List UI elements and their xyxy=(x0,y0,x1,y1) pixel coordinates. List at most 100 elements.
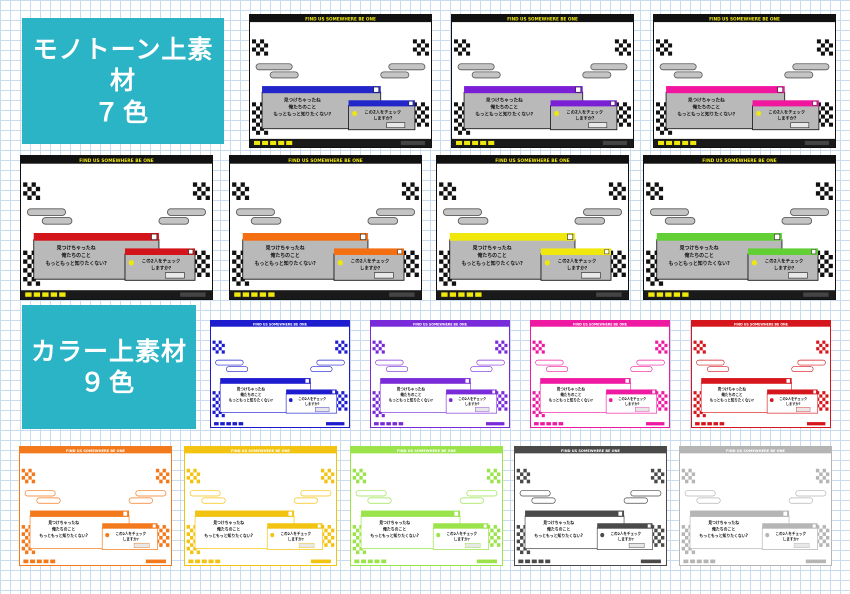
cloud-shape xyxy=(158,217,190,225)
taskbar-icon xyxy=(648,292,655,297)
taskbar-icon xyxy=(456,140,463,145)
taskbar-icon xyxy=(50,292,58,297)
frame-title: FIND US SOMEWHERE BE ONE xyxy=(702,158,776,164)
bulb-icon xyxy=(270,532,275,538)
taskbar xyxy=(230,290,421,299)
cloud-shape xyxy=(707,366,730,372)
dialog-line: もっともっと知りたくない? xyxy=(45,260,106,267)
taskbar-icon xyxy=(398,422,404,426)
taskbar-icon xyxy=(683,559,689,564)
taskbar-icon xyxy=(259,292,267,297)
close-icon xyxy=(651,390,656,394)
taskbar-icon xyxy=(525,559,531,564)
frame-title: FIND US SOMEWHERE BE ONE xyxy=(709,17,780,22)
cloud-shape xyxy=(784,71,814,79)
taskbar xyxy=(437,290,628,299)
cloud-shape xyxy=(457,217,489,225)
taskbar xyxy=(515,557,666,565)
cloud-shape xyxy=(250,217,282,225)
frame-title: FIND US SOMEWHERE BE ONE xyxy=(413,322,468,326)
ok-button xyxy=(315,407,330,412)
close-icon xyxy=(317,523,322,528)
dialog-line: 見つけちゃったね xyxy=(485,96,523,103)
ok-button xyxy=(793,542,810,548)
title-bar xyxy=(531,321,669,327)
dialog-line: この2人をチェック xyxy=(446,531,477,536)
cloud-shape xyxy=(355,490,387,497)
taskbar-icon xyxy=(25,292,32,297)
title-bar xyxy=(250,15,431,23)
dialog-line: 俺たちのこと xyxy=(399,392,421,397)
dialog-line: しますか? xyxy=(288,536,304,541)
taskbar-icon xyxy=(50,559,56,564)
cloud-shape xyxy=(630,366,653,372)
cloud-shape xyxy=(201,497,226,504)
dialog-line: もっともっと知りたくない? xyxy=(534,532,583,538)
dialog-line: この2人をチェック xyxy=(610,531,641,536)
close-icon xyxy=(373,86,379,93)
dialog-line: もっともっと知りたくない? xyxy=(273,110,331,117)
dialog-line: 見つけちゃったね xyxy=(396,386,425,391)
dialog-line: しますか? xyxy=(575,115,595,122)
cloud-shape xyxy=(189,490,221,497)
dialog-line: この2人をチェック xyxy=(618,396,646,401)
close-icon xyxy=(617,511,623,517)
dialog-line: もっともっと知りたくない? xyxy=(549,398,593,403)
close-icon xyxy=(188,249,194,255)
taskbar-icon xyxy=(441,292,448,297)
taskbar-icon xyxy=(449,292,457,297)
taskbar-icon xyxy=(703,559,709,564)
taskbar xyxy=(211,420,349,427)
close-icon xyxy=(647,523,652,528)
cloud-shape xyxy=(546,366,569,372)
dialog-line: 見つけちゃったね xyxy=(707,519,739,525)
close-icon xyxy=(465,378,470,384)
cloud-shape xyxy=(310,366,333,372)
taskbar-clock xyxy=(476,559,497,564)
taskbar-icon xyxy=(488,140,495,145)
dialog-line: 俺たちのこと xyxy=(239,392,261,397)
dialog-line: 見つけちゃったね xyxy=(283,96,321,103)
taskbar xyxy=(351,557,502,565)
close-icon xyxy=(786,378,791,384)
dialog-line: 俺たちのこと xyxy=(477,252,507,259)
dialog-line: しますか? xyxy=(783,536,799,541)
close-icon xyxy=(331,390,336,394)
dialog-line: 俺たちのこと xyxy=(61,252,91,259)
taskbar xyxy=(644,290,835,299)
cloud-shape xyxy=(293,497,318,504)
taskbar xyxy=(692,420,830,427)
cloud-shape xyxy=(684,490,716,497)
dialog-line: もっともっと知りたくない? xyxy=(39,532,88,538)
dialog-line: しますか? xyxy=(618,536,634,541)
cloud-shape xyxy=(781,217,813,225)
dialog-line: もっともっと知りたくない? xyxy=(699,532,748,538)
taskbar-icon xyxy=(238,422,244,426)
close-icon xyxy=(453,511,459,517)
cloud-shape xyxy=(792,63,830,71)
title-bar xyxy=(515,447,666,454)
cloud-shape xyxy=(471,71,501,79)
dialog-line: この2人をチェック xyxy=(280,531,311,536)
close-icon xyxy=(625,378,630,384)
taskbar-icon xyxy=(214,422,219,426)
dialog-line: この2人をチェック xyxy=(768,108,805,115)
taskbar-icon xyxy=(534,422,539,426)
taskbar-icon xyxy=(707,422,712,426)
monotone-label-title: モノトーン上素材 xyxy=(32,35,214,96)
dialog-line: しますか? xyxy=(360,264,381,271)
cloud-shape xyxy=(535,359,564,366)
dialog-line: この2人をチェック xyxy=(765,258,804,265)
bulb-icon xyxy=(337,260,343,266)
dialog-line: もっともっと知りたくない? xyxy=(475,110,533,117)
